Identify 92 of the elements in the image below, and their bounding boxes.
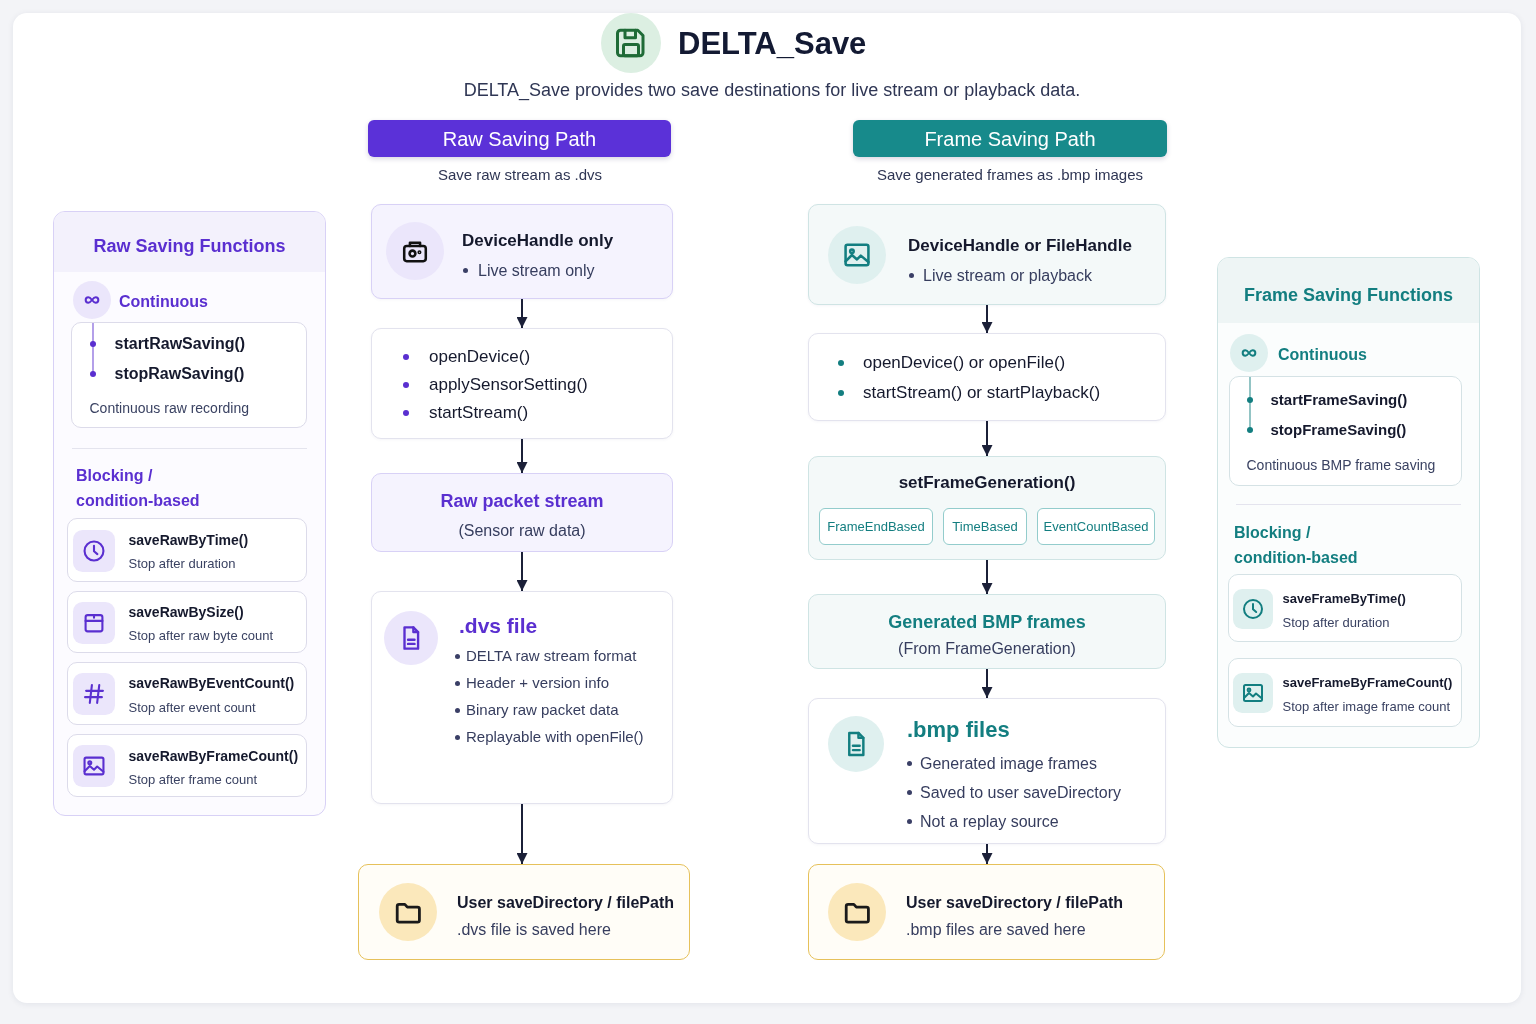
- mode-tag: TimeBased: [943, 508, 1027, 545]
- diagram-title: DELTA_Save: [678, 25, 867, 63]
- header-title: Frame Saving Path: [924, 126, 1096, 152]
- function-description: Stop after duration: [1282, 614, 1390, 631]
- function-description: Stop after duration: [128, 555, 236, 572]
- card-subtitle: .bmp files are saved here: [906, 919, 1086, 940]
- bullet-text: Generated image frames: [920, 753, 1097, 774]
- function-name: openDevice() or openFile(): [863, 352, 1066, 374]
- section-heading: Continuous: [1278, 344, 1367, 365]
- destination-card: [808, 864, 1165, 960]
- function-name: startRawSaving(): [114, 334, 246, 354]
- arrow: [981, 559, 993, 595]
- arrow: [981, 843, 993, 865]
- bullet-text: DELTA raw stream format: [466, 646, 637, 666]
- card-title: Raw packet stream: [440, 489, 604, 513]
- step-card: [808, 698, 1166, 844]
- step-card: [371, 204, 673, 299]
- function-card: [1227, 573, 1462, 642]
- card-title: Generated BMP frames: [888, 610, 1086, 634]
- function-card: [1228, 375, 1462, 486]
- card-title: User saveDirectory / filePath: [457, 892, 674, 913]
- arrow: [516, 438, 528, 474]
- arrow: [981, 304, 993, 334]
- card-title: .dvs file: [459, 612, 538, 639]
- step-card: [808, 456, 1166, 560]
- data-card: [808, 594, 1166, 669]
- header-title: Raw Saving Path: [442, 126, 597, 152]
- step-card: [808, 204, 1166, 305]
- mode-tag: FrameEndBased: [819, 508, 933, 545]
- step-card: [808, 333, 1166, 421]
- arrow: [516, 551, 528, 592]
- bullet-text: Live stream only: [478, 260, 595, 281]
- function-card: [66, 517, 307, 582]
- function-name: saveFrameByFrameCount(): [1282, 674, 1453, 691]
- card-subtitle: (From FrameGeneration): [898, 638, 1076, 659]
- arrow: [981, 420, 993, 457]
- bullet-text: Not a replay source: [920, 811, 1059, 832]
- header-subtitle: Save generated frames as .bmp images: [877, 165, 1143, 185]
- arrow: [516, 803, 528, 865]
- function-name: openDevice(): [429, 346, 531, 368]
- bullet-text: Header + version info: [466, 673, 609, 693]
- function-name: saveFrameByTime(): [1282, 590, 1406, 607]
- arrow: [981, 668, 993, 699]
- mode-tag: EventCountBased: [1037, 508, 1155, 545]
- bullet-text: Replayable with openFile(): [466, 727, 644, 747]
- section-heading: Blocking / condition-based: [76, 466, 201, 511]
- card-title: User saveDirectory / filePath: [906, 892, 1123, 913]
- functions-panel: [1217, 257, 1480, 748]
- section-header-bar: [368, 120, 671, 157]
- functions-panel: [53, 211, 326, 816]
- destination-card: [358, 864, 690, 960]
- function-card: [1227, 657, 1462, 727]
- panel-title: Frame Saving Functions: [1244, 283, 1453, 307]
- function-name: stopFrameSaving(): [1270, 419, 1407, 440]
- function-name: applySensorSetting(): [429, 374, 588, 396]
- header-subtitle: Save raw stream as .dvs: [437, 165, 603, 185]
- bullet-text: Live stream or playback: [923, 265, 1092, 286]
- section-header-bar: [853, 120, 1167, 157]
- function-name: stopRawSaving(): [114, 364, 245, 384]
- step-card: [371, 328, 673, 439]
- function-description: Stop after image frame count: [1282, 698, 1451, 715]
- function-name: saveRawByFrameCount(): [128, 746, 299, 765]
- function-description: Stop after raw byte count: [128, 627, 274, 644]
- function-name: saveRawBySize(): [128, 602, 244, 621]
- bullet-text: Saved to user saveDirectory: [920, 782, 1121, 803]
- section-heading: Continuous: [119, 291, 208, 312]
- function-card: [66, 661, 307, 725]
- function-description: Stop after frame count: [128, 771, 258, 788]
- function-description: Continuous BMP frame saving: [1246, 455, 1436, 474]
- function-description: Stop after event count: [128, 699, 256, 716]
- arrow: [516, 298, 528, 329]
- function-name: startFrameSaving(): [1270, 389, 1408, 410]
- card-title: DeviceHandle or FileHandle: [908, 235, 1132, 257]
- card-title: .bmp files: [907, 715, 1010, 744]
- function-card: [66, 590, 307, 653]
- function-name: saveRawByTime(): [128, 530, 249, 549]
- section-heading: Blocking / condition-based: [1234, 523, 1359, 568]
- card-subtitle: (Sensor raw data): [458, 520, 586, 541]
- function-description: Continuous raw recording: [89, 398, 250, 417]
- card-title: DeviceHandle only: [462, 230, 614, 252]
- function-name: startStream() or startPlayback(): [863, 382, 1101, 404]
- function-name: startStream(): [429, 402, 529, 424]
- function-name: setFrameGeneration(): [898, 472, 1076, 494]
- panel-title: Raw Saving Functions: [93, 234, 286, 258]
- card-subtitle: .dvs file is saved here: [457, 919, 611, 940]
- diagram-subtitle: DELTA_Save provides two save destinations for live stream or playback data.: [463, 78, 1081, 102]
- function-card: [70, 321, 307, 428]
- function-name: saveRawByEventCount(): [128, 673, 295, 692]
- data-card: [371, 473, 673, 552]
- step-card: [371, 591, 673, 804]
- bullet-text: Binary raw packet data: [466, 700, 619, 720]
- function-card: [66, 733, 307, 797]
